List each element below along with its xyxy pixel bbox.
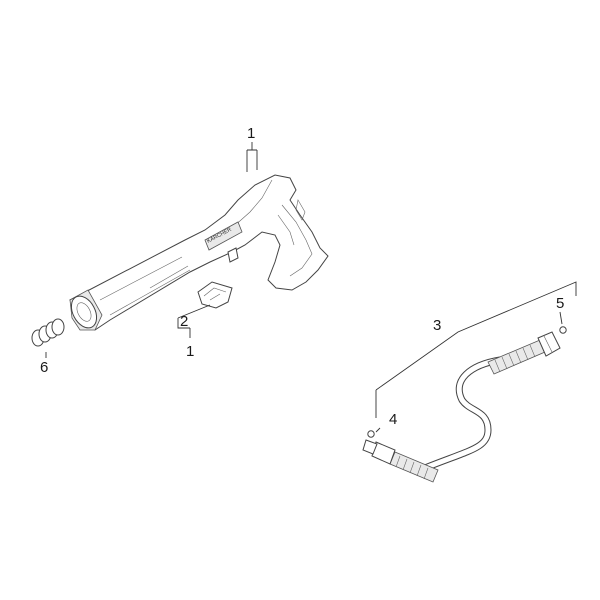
callout-clip-upper: 2 <box>180 313 188 330</box>
hose-assembly <box>362 331 561 483</box>
right-sleeve <box>487 339 546 375</box>
callout-oring-right: 5 <box>556 295 564 312</box>
callout-oring-left: 4 <box>389 411 397 428</box>
oring-right <box>559 326 567 334</box>
trigger-gun: KÄRCHER <box>69 174 329 331</box>
callout-spring: 6 <box>40 359 48 376</box>
callout-clip-lower: 1 <box>186 343 194 360</box>
callout-gun-top: 1 <box>247 125 255 142</box>
left-sleeve <box>389 451 439 483</box>
spring <box>31 318 65 347</box>
retaining-clip <box>197 281 233 309</box>
oring-left <box>367 430 375 438</box>
callout-hose-assembly: 3 <box>433 317 441 334</box>
leader-lines <box>45 142 577 433</box>
